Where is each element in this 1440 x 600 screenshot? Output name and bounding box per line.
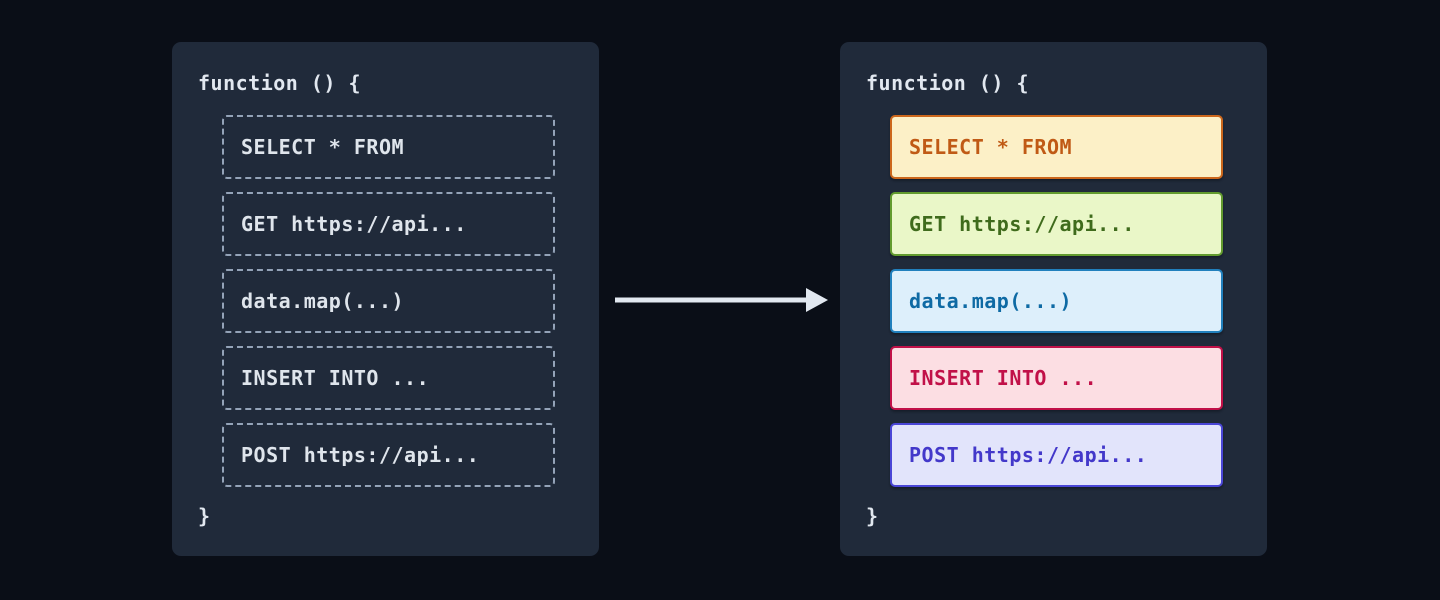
snippet-box-http-get: GET https://api...	[890, 192, 1223, 256]
function-open-line: function () {	[198, 71, 362, 95]
snippet-box-sql-select: SELECT * FROM	[222, 115, 555, 179]
snippet-label: data.map(...)	[241, 289, 405, 313]
snippet-label: SELECT * FROM	[909, 135, 1073, 159]
function-close-line: }	[198, 504, 211, 528]
snippet-label: INSERT INTO ...	[909, 366, 1098, 390]
code-panel-unclassified: function () { SELECT * FROM GET https://…	[172, 42, 599, 556]
snippet-box-sql-insert: INSERT INTO ...	[890, 346, 1223, 410]
snippet-label: GET https://api...	[241, 212, 467, 236]
snippet-box-js-map: data.map(...)	[222, 269, 555, 333]
snippet-stack: SELECT * FROM GET https://api... data.ma…	[890, 115, 1223, 487]
code-panel-classified: function () { SELECT * FROM GET https://…	[840, 42, 1267, 556]
snippet-label: POST https://api...	[241, 443, 480, 467]
snippet-box-http-post: POST https://api...	[890, 423, 1223, 487]
snippet-stack: SELECT * FROM GET https://api... data.ma…	[222, 115, 555, 487]
snippet-box-http-post: POST https://api...	[222, 423, 555, 487]
snippet-box-sql-insert: INSERT INTO ...	[222, 346, 555, 410]
arrow-right-icon	[613, 286, 829, 314]
snippet-box-js-map: data.map(...)	[890, 269, 1223, 333]
snippet-label: data.map(...)	[909, 289, 1073, 313]
snippet-box-sql-select: SELECT * FROM	[890, 115, 1223, 179]
snippet-label: GET https://api...	[909, 212, 1135, 236]
snippet-label: SELECT * FROM	[241, 135, 405, 159]
snippet-label: POST https://api...	[909, 443, 1148, 467]
function-open-line: function () {	[866, 71, 1030, 95]
snippet-label: INSERT INTO ...	[241, 366, 430, 390]
snippet-box-http-get: GET https://api...	[222, 192, 555, 256]
function-close-line: }	[866, 504, 879, 528]
